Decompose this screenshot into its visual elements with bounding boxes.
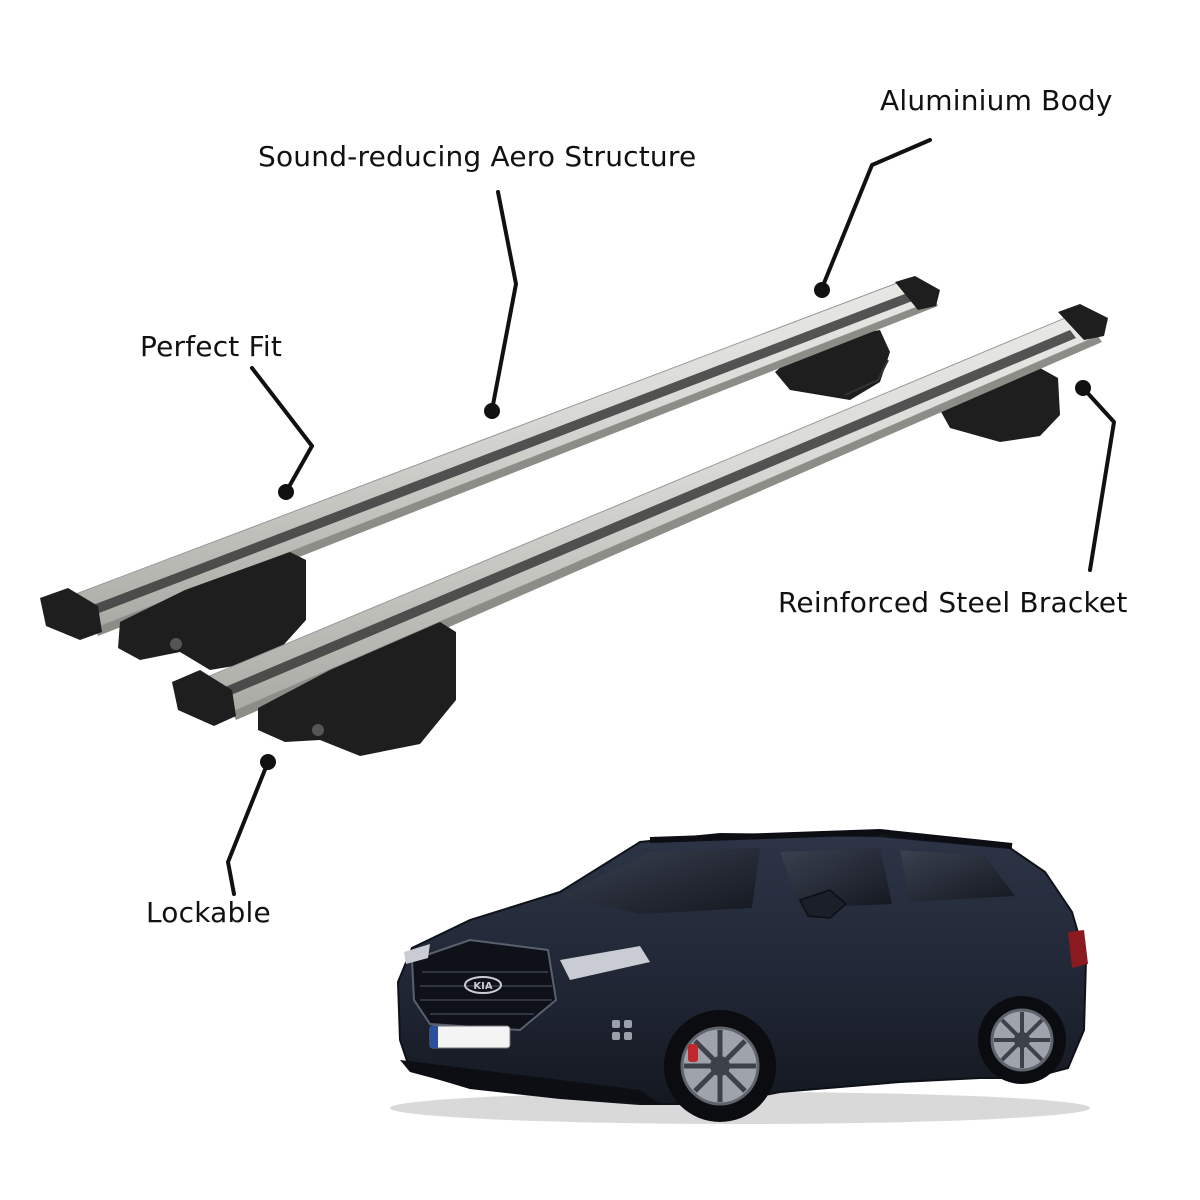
- label-aluminium-body: Aluminium Body: [880, 84, 1113, 117]
- car-badge: [464, 976, 502, 994]
- leader-dots: [260, 282, 1091, 770]
- label-steel-bracket: Reinforced Steel Bracket: [778, 586, 1128, 619]
- lock-cylinder: [170, 638, 182, 650]
- leader-lines: [226, 138, 1116, 896]
- end-cap: [172, 670, 236, 726]
- number-plate: [429, 1025, 511, 1049]
- end-cap: [40, 588, 102, 640]
- wheel-front: [664, 1010, 776, 1122]
- end-cap: [895, 276, 940, 310]
- label-aero-structure: Sound-reducing Aero Structure: [258, 140, 697, 173]
- roof-bar-front: [172, 304, 1108, 756]
- label-lockable: Lockable: [146, 896, 271, 929]
- bracket: [258, 622, 456, 756]
- car-badge-text: KIA: [473, 981, 492, 992]
- roof-bar-rear: [40, 276, 940, 670]
- lock-cylinder: [312, 724, 324, 736]
- label-perfect-fit: Perfect Fit: [140, 330, 283, 363]
- wheel-rear: [978, 996, 1066, 1084]
- end-cap: [1058, 304, 1108, 340]
- car-illustration: KIA: [390, 828, 1090, 1124]
- bracket: [118, 552, 306, 670]
